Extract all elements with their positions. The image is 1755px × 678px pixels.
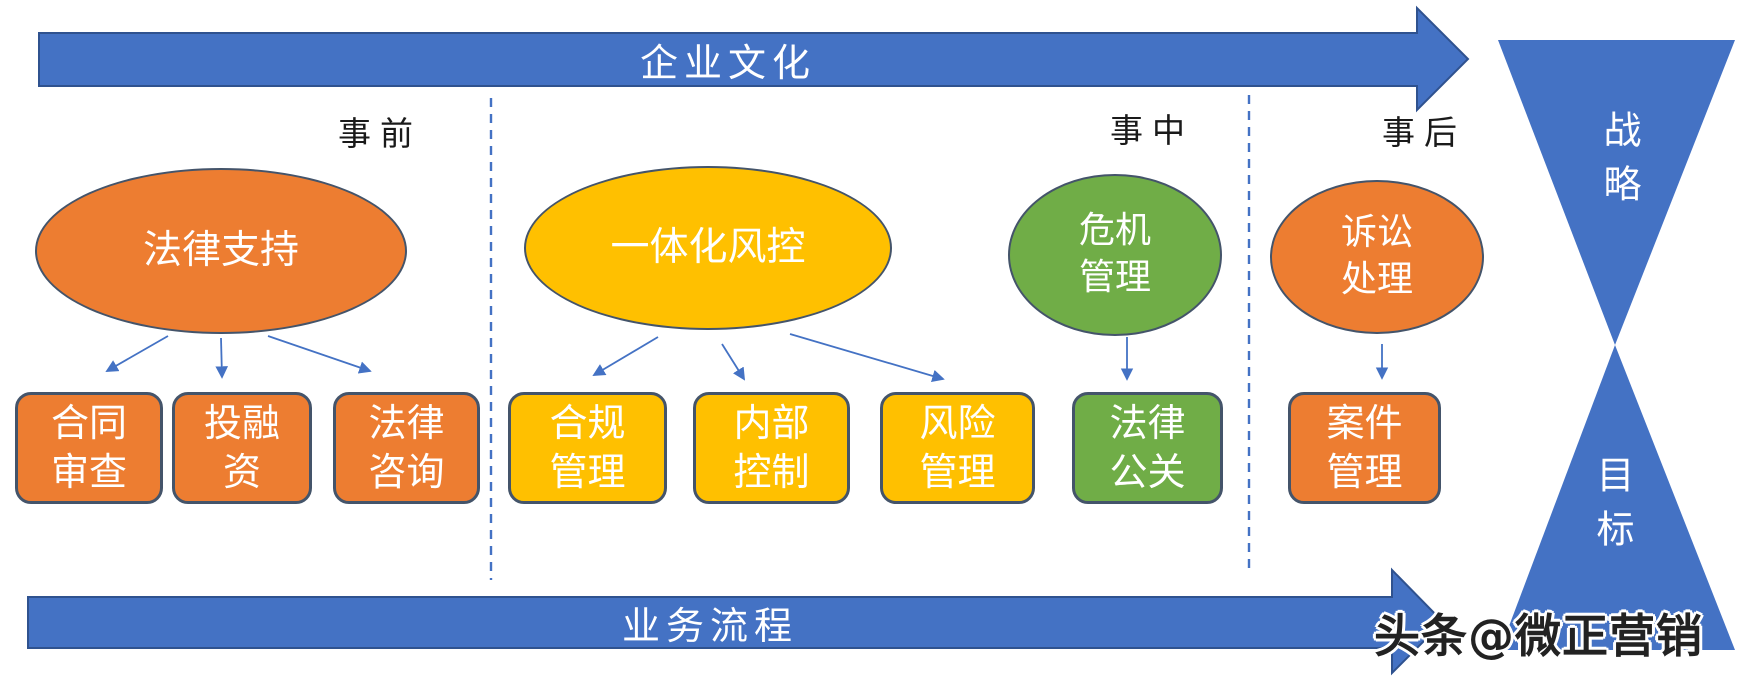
corporate-culture-text: 企业文化 [639,41,816,85]
ellipse-crisis-management: 危机 管理 [1008,174,1222,336]
phase-label-during: 事中 [1110,111,1194,150]
strategy-label: 战略 [1597,110,1641,218]
ellipse-litigation-handling: 诉讼 处理 [1270,180,1484,334]
connector-arrow [105,335,169,372]
box-legal-consulting: 法律 咨询 [333,392,480,504]
connector-arrow [267,335,372,374]
connector-arrow [721,343,746,381]
watermark: 头条@微正营销 [1374,600,1703,666]
box-case-management: 案件 管理 [1288,392,1441,504]
phase-label-pre: 事前 [338,114,422,153]
connector-arrow [215,337,229,379]
ellipse-integrated-risk: 一体化风控 [524,166,892,330]
connector-arrow [592,336,659,376]
box-legal-pr: 法律 公关 [1072,392,1223,504]
bottom-banner-label: 业务流程 [28,597,1392,648]
top-arrow [38,5,1470,113]
ellipse-legal-support: 法律支持 [35,168,407,334]
bottom-arrow [27,567,1445,676]
goal-label: 目标 [1590,455,1634,563]
box-internal-control: 内部 控制 [693,392,850,504]
box-investment-financing: 投融 资 [172,392,312,504]
strategy-triangle [1498,40,1735,345]
box-compliance-management: 合规 管理 [508,392,667,504]
watermark-handle: @微正营销 [1468,609,1703,663]
business-process-text: 业务流程 [621,604,798,648]
connector-arrow [789,333,945,383]
phase-label-post: 事后 [1382,113,1466,152]
top-banner-label: 企业文化 [39,33,1417,86]
box-risk-management: 风险 管理 [880,392,1035,504]
box-contract-review: 合同 审查 [15,392,163,504]
goal-triangle [1500,345,1735,650]
watermark-prefix: 头条 [1374,609,1468,663]
